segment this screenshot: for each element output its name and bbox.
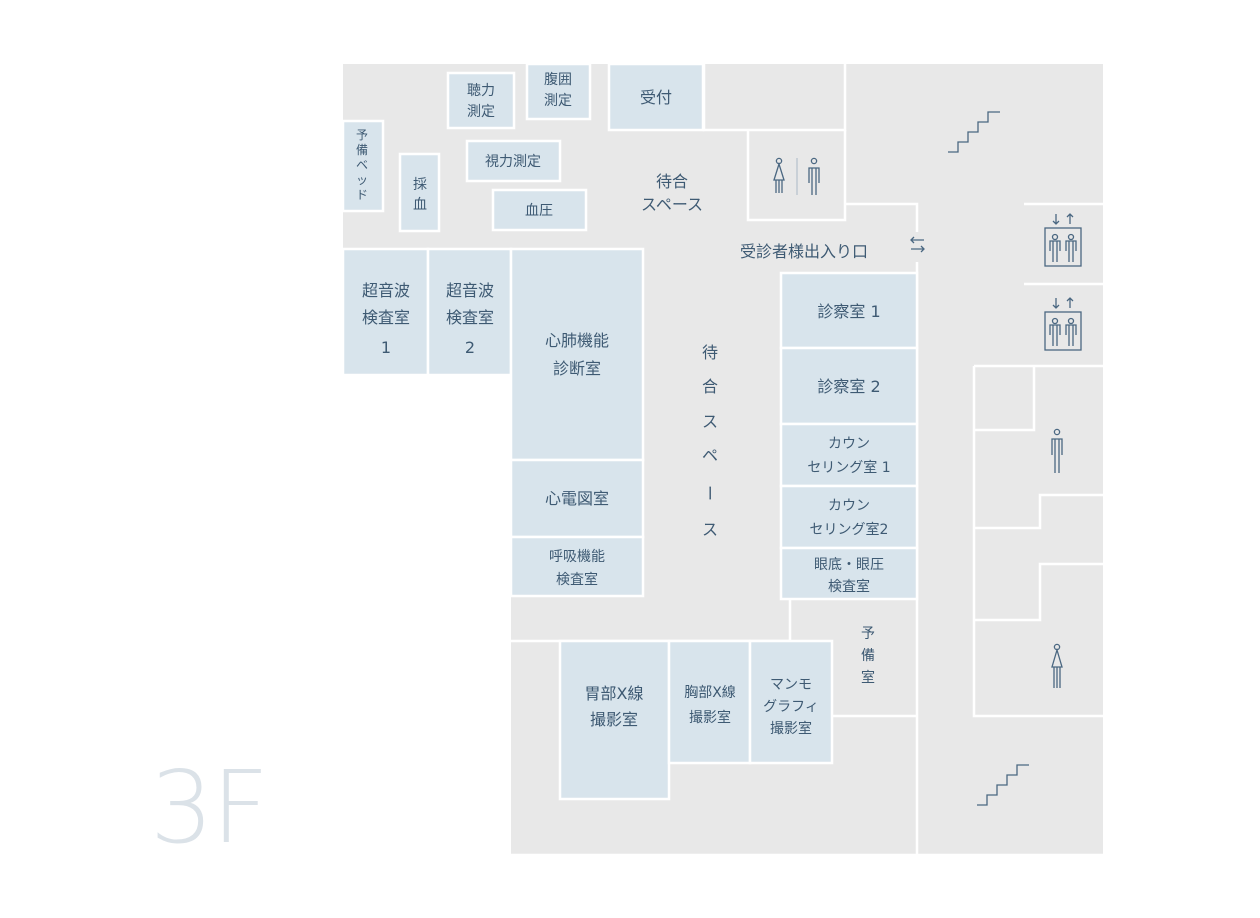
floor-number-label: 3F xyxy=(150,749,269,866)
room-spare-bed-label-2: 備 xyxy=(356,142,368,157)
room-counseling-2[interactable]: カウン セリング室2 xyxy=(779,484,919,550)
waiting-space-top: 待合 スペース xyxy=(641,172,703,214)
waiting-space-center-label-4: ペ xyxy=(702,446,718,465)
entrance-arrows-icon xyxy=(910,236,925,253)
room-mammography-label-2: グラフィ xyxy=(763,699,819,715)
room-spare-bed-label-4: ッ xyxy=(356,173,368,187)
room-cardiopulmonary-label-2: 診断室 xyxy=(553,359,601,378)
room-stomach-xray-label-2: 撮影室 xyxy=(590,710,638,729)
room-vision-label: 視力測定 xyxy=(485,154,541,170)
room-respiratory-label-1: 呼吸機能 xyxy=(549,549,605,565)
restroom-female-icon xyxy=(1051,643,1063,688)
room-spare-bed[interactable]: 予 備 ベ ッ ド xyxy=(341,119,385,213)
room-chest-xray-label-1: 胸部X線 xyxy=(684,685,736,701)
room-spare[interactable]: 予 備 室 xyxy=(861,626,875,686)
room-spare-bed-label-3: ベ xyxy=(356,158,368,172)
room-abdomen-label-1: 腹囲 xyxy=(544,71,572,88)
room-ecg[interactable]: 心電図室 xyxy=(509,458,645,539)
room-mammography[interactable]: マンモ グラフィ 撮影室 xyxy=(748,639,834,765)
room-spare-bed-label-5: ド xyxy=(356,188,368,202)
waiting-space-center-label-6: ス xyxy=(702,520,718,539)
room-mammography-label-3: 撮影室 xyxy=(770,720,812,737)
waiting-space-center-label-2: 合 xyxy=(702,377,718,396)
room-counseling-2-label-1: カウン xyxy=(828,498,870,514)
waiting-space-center: 待 合 ス ペ ー ス xyxy=(700,343,719,539)
waiting-space-top-label-2: スペース xyxy=(641,195,703,214)
room-ultrasound-2-label-3: 2 xyxy=(465,338,475,357)
room-ultrasound-2-label-1: 超音波 xyxy=(446,281,494,300)
entrance-label: 受診者様出入り口 xyxy=(740,242,868,261)
elevator-icon xyxy=(1044,213,1082,267)
restroom-icon xyxy=(773,157,820,195)
room-exam-1[interactable]: 診察室 1 xyxy=(779,271,919,350)
room-cardiopulmonary-label-1: 心肺機能 xyxy=(545,331,609,350)
waiting-space-center-label-1: 待 xyxy=(702,343,718,362)
room-exam-2-label: 診察室 2 xyxy=(817,377,880,396)
room-ultrasound-1-label-1: 超音波 xyxy=(362,281,410,300)
room-respiratory[interactable]: 呼吸機能 検査室 xyxy=(509,535,645,598)
room-blood-draw[interactable]: 採 血 xyxy=(398,152,441,233)
room-cardiopulmonary[interactable]: 心肺機能 診断室 xyxy=(509,247,645,462)
room-exam-2[interactable]: 診察室 2 xyxy=(779,346,919,426)
room-counseling-1-label-1: カウン xyxy=(828,436,870,452)
room-counseling-2-label-2: セリング室2 xyxy=(810,521,889,538)
room-stomach-xray-label-1: 胃部X線 xyxy=(585,684,644,703)
room-abdomen-label-2: 測定 xyxy=(544,93,572,109)
room-ultrasound-2-label-2: 検査室 xyxy=(446,308,494,327)
room-abdomen[interactable]: 腹囲 測定 xyxy=(525,62,592,121)
room-ultrasound-2[interactable]: 超音波 検査室 2 xyxy=(426,247,513,377)
room-respiratory-label-2: 検査室 xyxy=(556,571,598,588)
room-hearing-label-1: 聴力 xyxy=(467,83,495,99)
room-ultrasound-1-label-2: 検査室 xyxy=(362,308,410,327)
room-blood-draw-label-1: 採 xyxy=(413,177,427,193)
room-blood-pressure-label: 血圧 xyxy=(525,203,553,219)
room-reception[interactable]: 受付 xyxy=(607,62,705,132)
room-fundus[interactable]: 眼底・眼圧 検査室 xyxy=(779,546,919,601)
room-fundus-label-2: 検査室 xyxy=(828,578,870,595)
room-spare-label-2: 備 xyxy=(861,648,875,664)
elevator-icon xyxy=(1044,297,1082,351)
room-reception-label: 受付 xyxy=(640,88,672,107)
room-hearing-label-2: 測定 xyxy=(467,104,495,120)
stairs-icon xyxy=(948,111,1000,153)
room-vision[interactable]: 視力測定 xyxy=(465,139,562,183)
room-stomach-xray[interactable]: 胃部X線 撮影室 xyxy=(558,639,671,801)
room-blood-draw-label-2: 血 xyxy=(413,197,427,213)
room-chest-xray[interactable]: 胸部X線 撮影室 xyxy=(667,639,752,765)
room-chest-xray-label-2: 撮影室 xyxy=(689,709,731,726)
room-ultrasound-1-label-3: 1 xyxy=(381,338,391,357)
room-counseling-1-label-2: セリング室 1 xyxy=(807,459,890,476)
room-counseling-1[interactable]: カウン セリング室 1 xyxy=(779,422,919,488)
restroom-male-icon xyxy=(1051,428,1063,473)
entrance[interactable]: 受診者様出入り口 xyxy=(740,236,925,261)
room-spare-label-3: 室 xyxy=(861,669,875,686)
room-exam-1-label: 診察室 1 xyxy=(817,302,880,321)
waiting-space-top-label-1: 待合 xyxy=(656,172,688,191)
room-mammography-label-1: マンモ xyxy=(770,677,812,693)
room-blood-pressure[interactable]: 血圧 xyxy=(491,188,588,232)
stairs-icon xyxy=(977,764,1029,806)
room-spare-label-1: 予 xyxy=(861,626,875,642)
room-fundus-label-1: 眼底・眼圧 xyxy=(814,557,884,573)
room-hearing[interactable]: 聴力 測定 xyxy=(446,71,516,130)
room-ecg-label: 心電図室 xyxy=(545,489,609,508)
waiting-space-center-label-3: ス xyxy=(702,412,718,431)
waiting-space-center-label-5: ー xyxy=(700,485,719,501)
room-spare-bed-label-1: 予 xyxy=(356,128,368,142)
room-ultrasound-1[interactable]: 超音波 検査室 1 xyxy=(341,247,430,377)
